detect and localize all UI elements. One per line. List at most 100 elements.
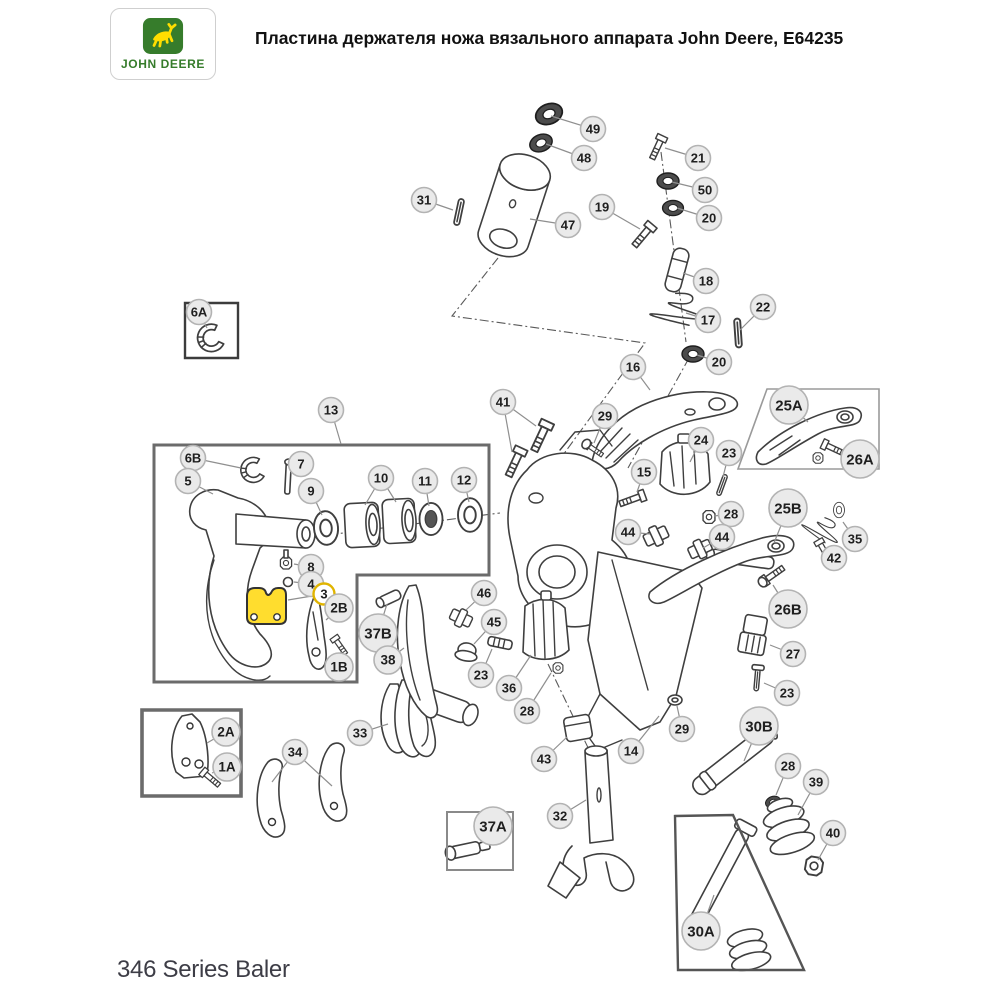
callout-2B[interactable]: 2B <box>324 593 354 623</box>
callout-25A[interactable]: 25A <box>769 385 809 425</box>
svg-text:16: 16 <box>626 360 640 375</box>
callout-34[interactable]: 34 <box>281 738 309 766</box>
svg-text:28: 28 <box>724 507 738 522</box>
group-box-30a <box>673 813 806 972</box>
svg-text:29: 29 <box>675 722 689 737</box>
callout-38[interactable]: 38 <box>373 645 403 675</box>
callout-1A[interactable]: 1A <box>212 752 242 782</box>
callout-16[interactable]: 16 <box>619 353 647 381</box>
callout-15[interactable]: 15 <box>630 458 658 486</box>
svg-text:19: 19 <box>595 200 609 215</box>
callout-20[interactable]: 20 <box>695 204 723 232</box>
svg-text:37B: 37B <box>364 625 392 642</box>
svg-text:14: 14 <box>624 744 639 759</box>
callout-45[interactable]: 45 <box>480 608 508 636</box>
svg-text:1A: 1A <box>218 760 236 775</box>
callout-28[interactable]: 28 <box>717 500 745 528</box>
svg-text:21: 21 <box>691 151 705 166</box>
callout-19[interactable]: 19 <box>588 193 616 221</box>
svg-text:33: 33 <box>353 726 367 741</box>
callout-28[interactable]: 28 <box>513 697 541 725</box>
svg-text:5: 5 <box>184 474 191 489</box>
callout-33[interactable]: 33 <box>346 719 374 747</box>
callout-43[interactable]: 43 <box>530 745 558 773</box>
callout-41[interactable]: 41 <box>489 388 517 416</box>
callout-7[interactable]: 7 <box>287 450 315 478</box>
svg-text:30A: 30A <box>687 923 715 940</box>
callout-44[interactable]: 44 <box>708 523 736 551</box>
callout-37B[interactable]: 37B <box>358 613 398 653</box>
callout-26A[interactable]: 26A <box>840 439 880 479</box>
callout-47[interactable]: 47 <box>554 211 582 239</box>
callout-5[interactable]: 5 <box>174 467 202 495</box>
callout-37A[interactable]: 37A <box>473 806 513 846</box>
callout-23[interactable]: 23 <box>773 679 801 707</box>
group-box-6a <box>183 301 240 360</box>
callout-12[interactable]: 12 <box>450 466 478 494</box>
callout-9[interactable]: 9 <box>297 477 325 505</box>
group-box-25a <box>736 388 880 470</box>
john-deere-logo-icon <box>142 18 184 54</box>
svg-text:10: 10 <box>374 471 388 486</box>
svg-text:47: 47 <box>561 218 575 233</box>
svg-text:24: 24 <box>694 433 709 448</box>
svg-text:48: 48 <box>577 151 591 166</box>
svg-text:37A: 37A <box>479 818 507 835</box>
callout-2A[interactable]: 2A <box>211 717 241 747</box>
callout-42[interactable]: 42 <box>820 544 848 572</box>
callout-50[interactable]: 50 <box>691 176 719 204</box>
callout-24[interactable]: 24 <box>687 426 715 454</box>
callout-13[interactable]: 13 <box>317 396 345 424</box>
callout-44[interactable]: 44 <box>614 518 642 546</box>
callout-11[interactable]: 11 <box>411 467 439 495</box>
callout-1B[interactable]: 1B <box>324 652 354 682</box>
callout-23[interactable]: 23 <box>467 661 495 689</box>
svg-text:6A: 6A <box>191 305 208 320</box>
callout-49[interactable]: 49 <box>579 115 607 143</box>
callout-21[interactable]: 21 <box>684 144 712 172</box>
svg-text:31: 31 <box>417 193 431 208</box>
svg-text:1B: 1B <box>330 660 348 675</box>
john-deere-logo-card[interactable]: JOHN DEERE <box>110 8 216 80</box>
callout-29[interactable]: 29 <box>591 402 619 430</box>
svg-text:44: 44 <box>715 530 730 545</box>
callout-20[interactable]: 20 <box>705 348 733 376</box>
callout-48[interactable]: 48 <box>570 144 598 172</box>
callout-22[interactable]: 22 <box>749 293 777 321</box>
series-caption: 346 Series Baler <box>117 956 290 983</box>
svg-text:40: 40 <box>826 826 840 841</box>
svg-text:18: 18 <box>699 274 713 289</box>
callout-26B[interactable]: 26B <box>768 589 808 629</box>
callout-40[interactable]: 40 <box>819 819 847 847</box>
callout-18[interactable]: 18 <box>692 267 720 295</box>
callout-35[interactable]: 35 <box>841 525 869 553</box>
callout-25B[interactable]: 25B <box>768 488 808 528</box>
callout-14[interactable]: 14 <box>617 737 645 765</box>
callout-29[interactable]: 29 <box>668 715 696 743</box>
callout-27[interactable]: 27 <box>779 640 807 668</box>
svg-text:2A: 2A <box>217 725 235 740</box>
callout-28[interactable]: 28 <box>774 752 802 780</box>
callout-6A[interactable]: 6A <box>185 298 213 326</box>
callout-46[interactable]: 46 <box>470 579 498 607</box>
callout-30B[interactable]: 30B <box>739 706 779 746</box>
callout-36[interactable]: 36 <box>495 674 523 702</box>
callout-31[interactable]: 31 <box>410 186 438 214</box>
callout-32[interactable]: 32 <box>546 802 574 830</box>
svg-text:28: 28 <box>520 704 534 719</box>
callout-30A[interactable]: 30A <box>681 911 721 951</box>
svg-text:11: 11 <box>418 474 432 489</box>
svg-text:50: 50 <box>698 183 712 198</box>
callout-23[interactable]: 23 <box>715 439 743 467</box>
svg-text:36: 36 <box>502 681 516 696</box>
svg-text:17: 17 <box>701 313 715 328</box>
svg-text:42: 42 <box>827 551 841 566</box>
callout-6B[interactable]: 6B <box>179 444 207 472</box>
svg-text:27: 27 <box>786 647 800 662</box>
callout-10[interactable]: 10 <box>367 464 395 492</box>
svg-text:6B: 6B <box>185 451 202 466</box>
callout-39[interactable]: 39 <box>802 768 830 796</box>
svg-text:23: 23 <box>474 668 488 683</box>
callout-17[interactable]: 17 <box>694 306 722 334</box>
